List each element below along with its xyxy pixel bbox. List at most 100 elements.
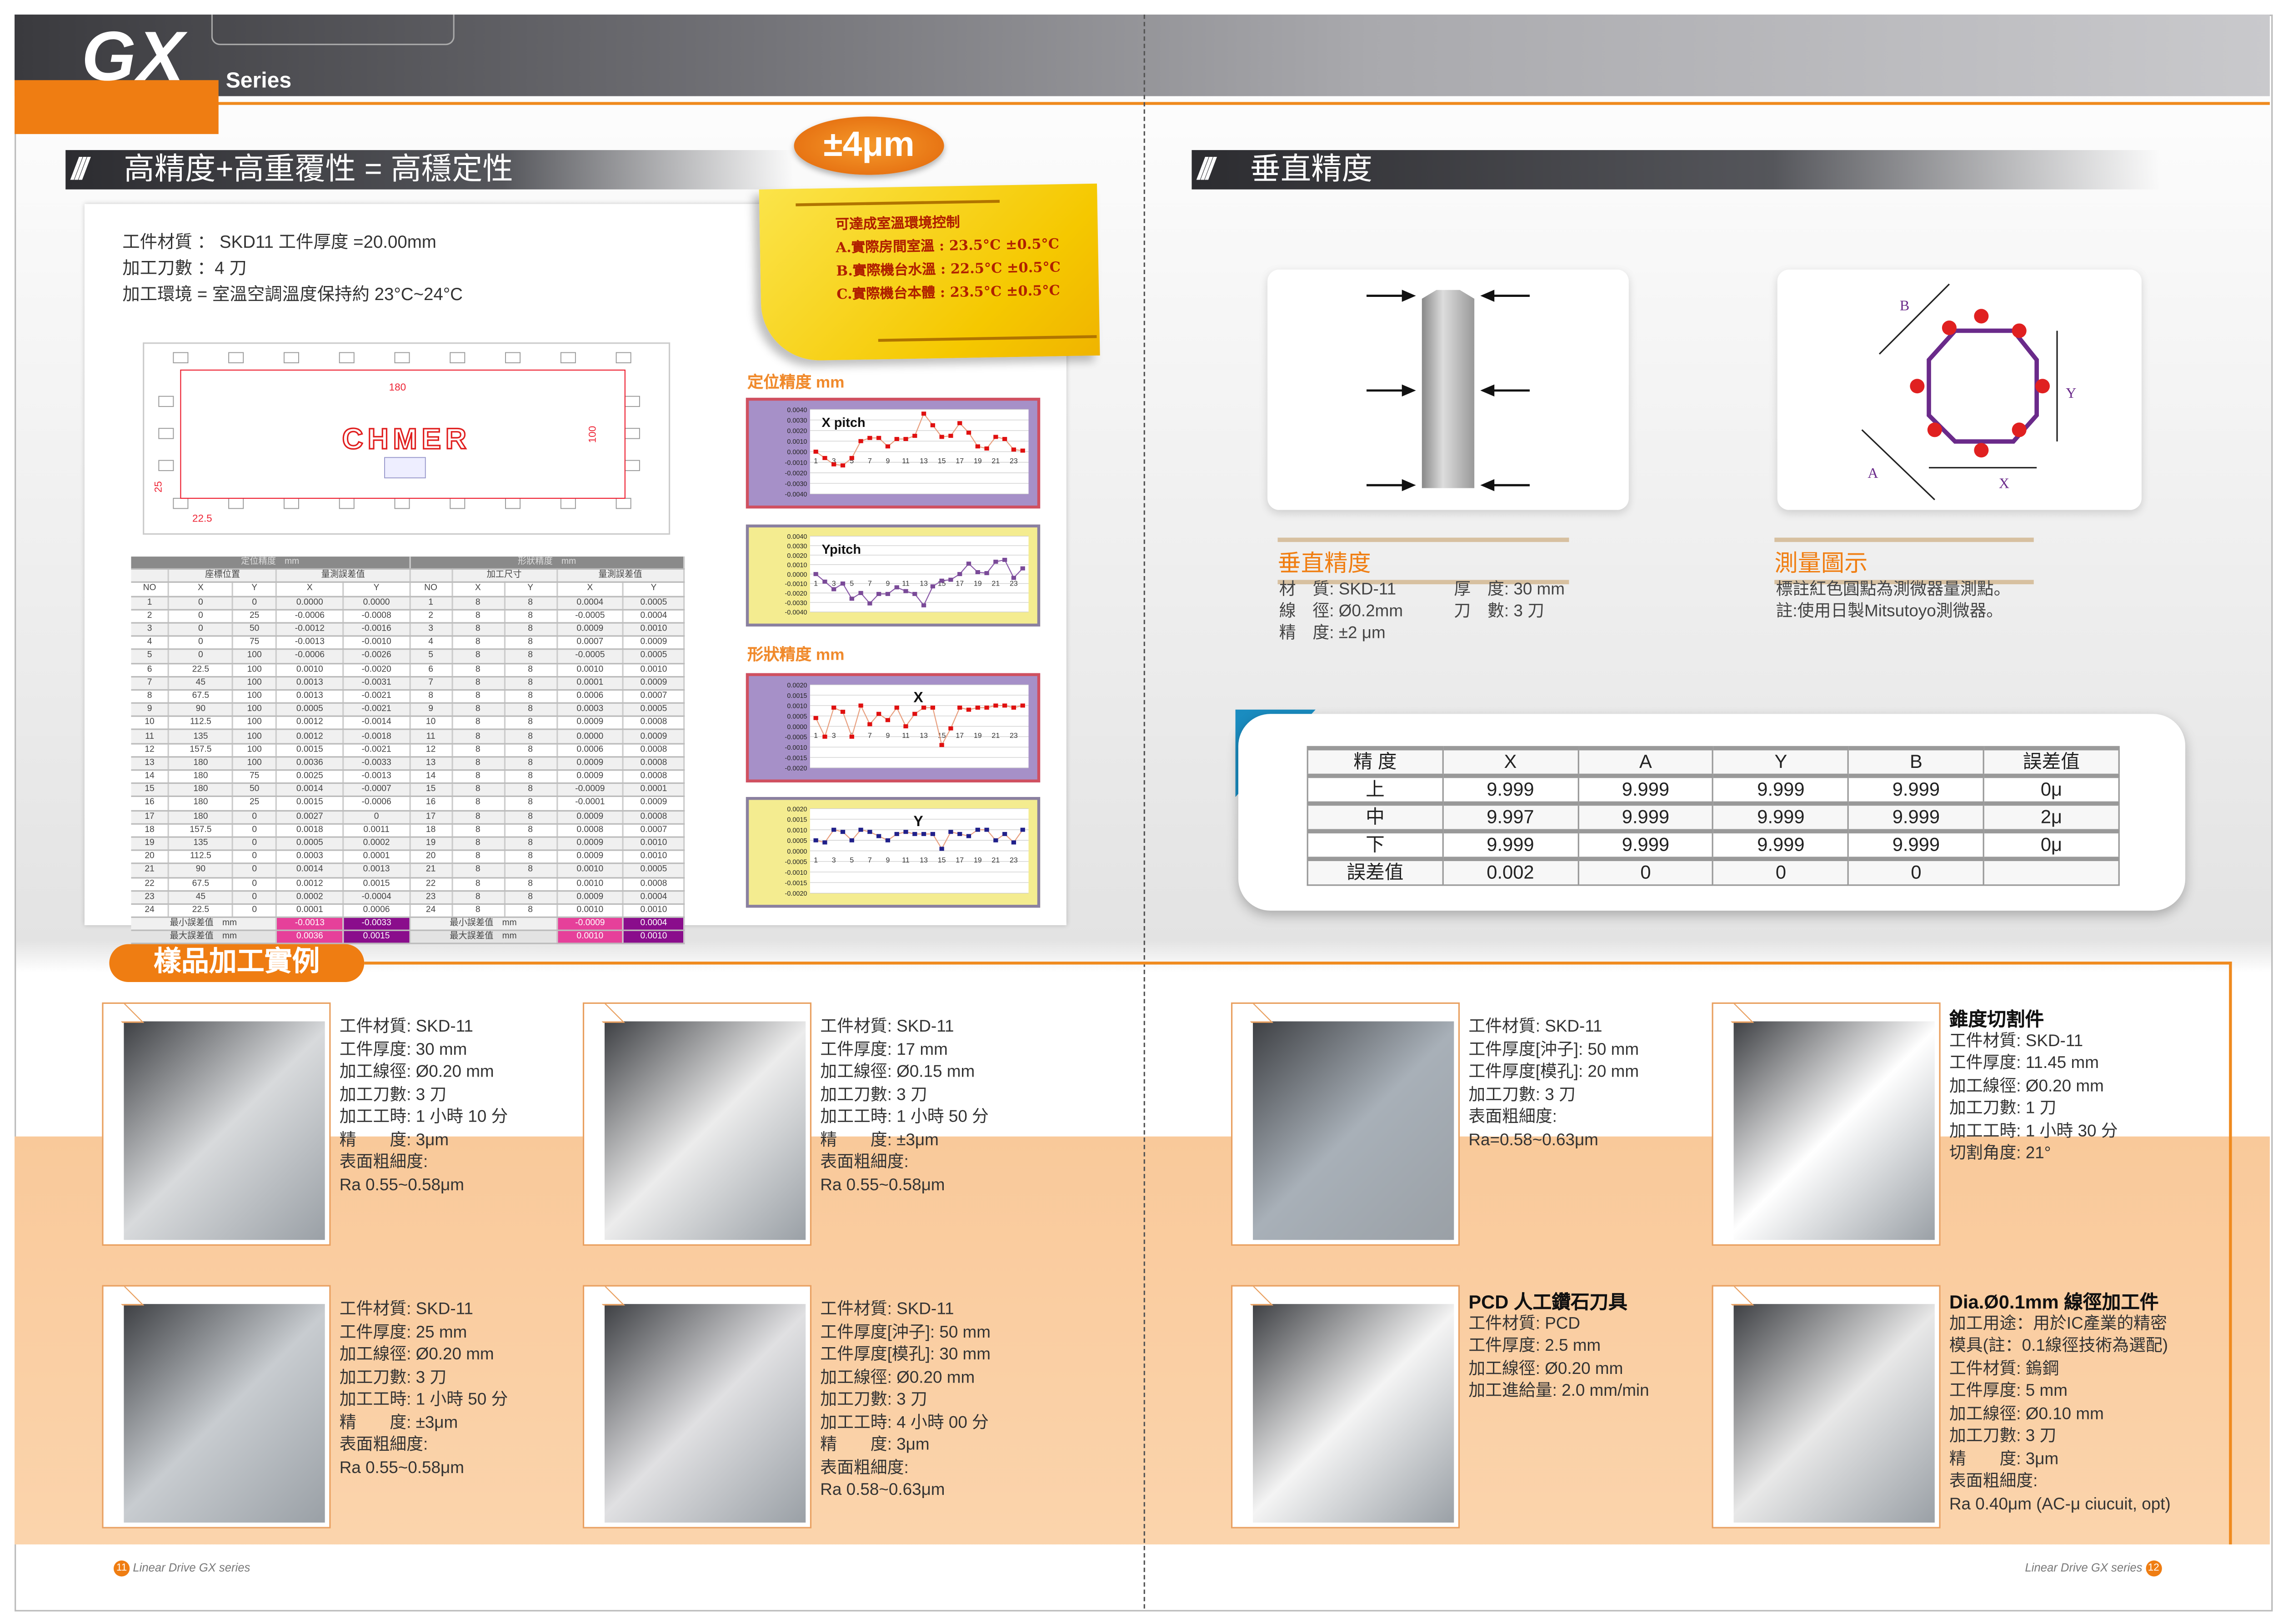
table-cell: 17 (410, 810, 453, 825)
measure-points (1910, 309, 2050, 458)
table-cell: 下 (1307, 829, 1444, 860)
page-number: 11 (113, 1560, 130, 1577)
x-tick-label: 5 (850, 579, 854, 587)
data-point (1002, 832, 1007, 836)
table-cell: 8 (451, 636, 505, 651)
sample-spec-line: Ra 0.55~0.58μm (339, 1459, 464, 1477)
table-cell: 0.0010 (276, 663, 344, 677)
table-cell: 座標位置 (169, 569, 277, 584)
y-tick-label: 0.0000 (787, 571, 807, 578)
table-cell: 0.0015 (343, 877, 411, 892)
hole-marker (505, 352, 521, 363)
x-tick-label: 17 (956, 732, 964, 740)
sample-photo (582, 1002, 812, 1246)
table-cell: 8 (451, 596, 505, 611)
x-tick-label: 15 (938, 856, 946, 864)
sample-spec-line: 工件厚度: 25 mm (339, 1323, 467, 1341)
table-cell: 8 (451, 757, 505, 771)
y-tick-label: -0.0010 (785, 744, 807, 752)
table-cell: 9.999 (1712, 801, 1849, 832)
positioning-header: 定位精度 mm (131, 556, 411, 570)
table-cell: 9.999 (1847, 829, 1985, 860)
table-cell: 8 (504, 823, 558, 838)
table-cell: 180 (169, 797, 233, 811)
y-tick-label: 0.0005 (787, 713, 807, 720)
table-cell: -0.0006 (276, 649, 344, 664)
sample-spec-line: 加工進給量: 2.0 mm/min (1468, 1383, 1649, 1400)
table-cell: 9.999 (1577, 773, 1714, 804)
table-cell: 15 (410, 783, 453, 798)
label-y: Y (2066, 385, 2076, 401)
table-cell: 0 (169, 609, 233, 624)
table-cell: 0.0009 (556, 770, 624, 784)
table-cell: 0 (1712, 857, 1849, 886)
data-point (831, 587, 836, 591)
data-point (894, 585, 899, 590)
data-point (903, 437, 908, 441)
hole-marker (560, 352, 576, 363)
table-cell: 誤差值 (1307, 857, 1444, 886)
table-cell (1983, 857, 2120, 886)
table-cell: 22.5 (169, 663, 233, 677)
data-point (912, 434, 917, 438)
chart-title: Y (913, 813, 923, 829)
note-title: 可達成室溫環境控制 (835, 215, 960, 234)
table-cell: 最小誤差值 mm (410, 917, 558, 932)
table-group-row: 座標位置量測誤差值加工尺寸量測誤差值 (131, 569, 685, 584)
table-cell: 8 (451, 810, 505, 825)
table-cell: -0.0033 (343, 757, 411, 771)
table-cell: 0.0010 (623, 904, 685, 918)
hole-markers (158, 352, 640, 509)
table-cell: 0 (169, 636, 233, 651)
data-point (912, 591, 917, 596)
table-cell: 5 (410, 649, 453, 664)
table-cell: 9.999 (1442, 773, 1579, 804)
table-cell: -0.0006 (276, 609, 344, 624)
x-tick-label: 13 (920, 457, 928, 465)
table-cell: 9.999 (1847, 801, 1985, 832)
table-cell: 8 (451, 663, 505, 677)
sample-image (604, 1021, 806, 1240)
perpendicular-photo-card (1267, 269, 1629, 510)
sample-spec-line: 加工工時: 1 小時 10 分 (339, 1108, 508, 1127)
x-tick-label: 9 (886, 856, 890, 864)
sample-spec-line: 加工刀數: 3 刀 (820, 1391, 927, 1409)
table-cell: 4 (131, 636, 170, 651)
table-cell: 8 (504, 690, 558, 704)
table-cell: 8 (451, 797, 505, 811)
process-specs: 工件材質 ： SKD11 工件厚度 =20.00mm 加工刀數 ：4 刀 加工環… (122, 229, 463, 307)
table-cell: 2 (410, 609, 453, 624)
sample-spec-line: 工件厚度[沖子]: 50 mm (1468, 1041, 1639, 1059)
table-cell: 0.0005 (623, 863, 685, 878)
table-cell: 8 (451, 904, 505, 918)
hole-marker (450, 352, 466, 363)
data-point (1011, 705, 1016, 710)
table-cell: 100 (232, 757, 277, 771)
hole-marker (616, 498, 631, 509)
sample-spec-line: Ra=0.58~0.63μm (1468, 1131, 1598, 1149)
table-cell: 0.0002 (343, 837, 411, 851)
hole-marker (339, 352, 355, 363)
sample-image (124, 1021, 325, 1240)
table-cell: 8 (504, 877, 558, 892)
table-cell: 8 (504, 863, 558, 878)
table-cell: 12 (131, 743, 170, 757)
table-cell: 8 (451, 676, 505, 691)
table-cell: 8 (451, 703, 505, 717)
hole-marker (616, 352, 631, 363)
table-cell: 24 (131, 904, 170, 918)
data-point (813, 716, 818, 720)
table-cell: 8 (504, 596, 558, 611)
sample-image (1253, 1021, 1454, 1240)
